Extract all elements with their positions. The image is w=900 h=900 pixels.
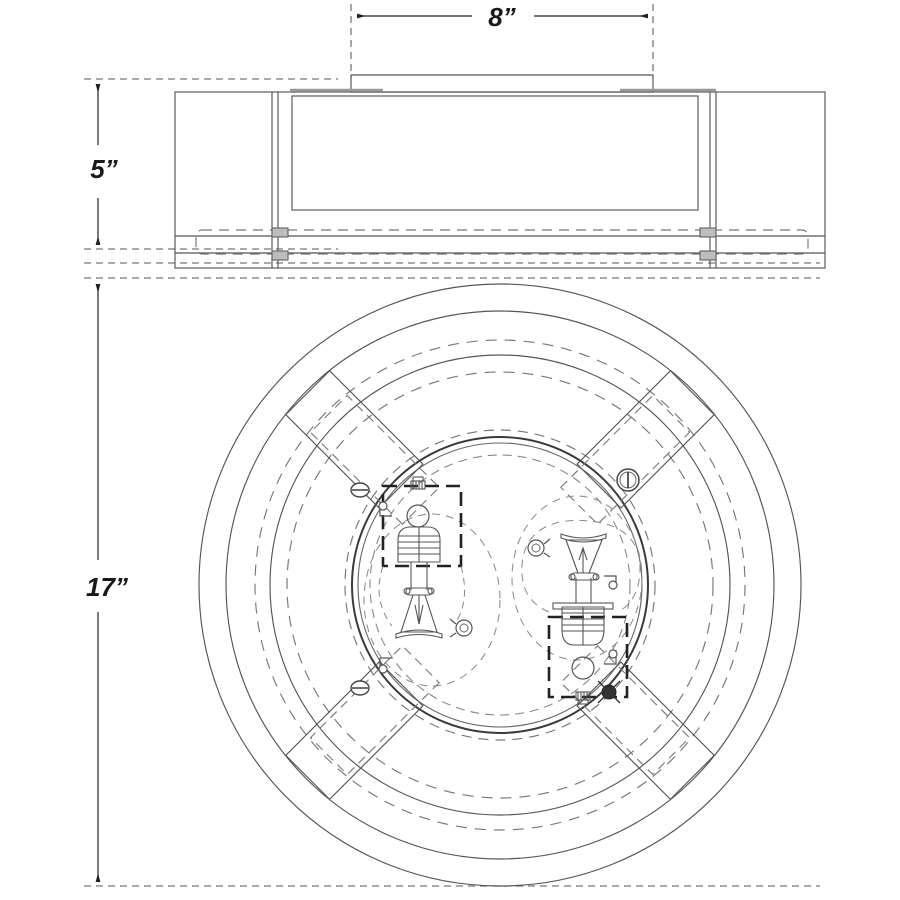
lamp-holder-left: [397, 526, 441, 563]
wire-left-a: [378, 565, 393, 627]
screw-ring-right-icon: [449, 618, 473, 638]
diffuser-panel: [291, 95, 699, 211]
socket-clearance-left: [363, 513, 501, 687]
tab-plate: [576, 369, 716, 509]
dimension-diameter-label: 17”: [86, 572, 128, 602]
socket-bracket-right: [547, 615, 629, 699]
lamp-stem-right: [568, 572, 600, 603]
screw-hidden-clip-lower-left-icon: [378, 657, 392, 674]
tab-hidden-plate: [560, 645, 691, 776]
outer-shade-rim-circle: [198, 283, 802, 887]
bracket-left-upper: [271, 227, 289, 238]
screw-hidden-clip-upper-left-icon: [378, 501, 392, 517]
wire-left-b: [455, 565, 466, 623]
screw-hidden-clip-lower-right-icon: [604, 649, 618, 665]
mid-dashed-outer-circle: [254, 339, 746, 831]
bracket-right-lower: [699, 250, 717, 261]
mid-ring-circle: [269, 354, 731, 816]
screw-oval-upper-left-icon: [350, 482, 370, 498]
mounting-tab-upper-right: [560, 369, 716, 525]
mid-dashed-inner-circle: [286, 371, 714, 799]
inner-dashed-outer-circle: [344, 429, 656, 741]
screw-slot-icon: [616, 468, 640, 492]
shade-outer-body: [174, 91, 826, 269]
outer-shade-inner-circle: [225, 310, 775, 860]
dimension-width-8in: 8”: [350, 2, 654, 78]
socket-nut-left: [410, 476, 426, 490]
mounting-tab-lower-right: [560, 645, 716, 801]
bulb-envelope-right: [521, 519, 641, 613]
inner-dashed-circle: [369, 454, 631, 716]
canopy-plate: [350, 74, 654, 92]
socket-clearance-right: [511, 495, 643, 661]
fasteners-group: [350, 468, 640, 704]
lamp-holder-right: [552, 602, 614, 646]
trim-hidden-outline: [195, 229, 809, 255]
screw-oval-lower-left-icon: [350, 680, 370, 696]
socket-bracket-hole-right: [571, 656, 595, 680]
dimension-height-label: 5”: [90, 154, 117, 184]
mounting-tab-lower-left: [284, 645, 440, 801]
socket-assembly-left: [378, 476, 466, 639]
inner-body-rim-circle: [351, 436, 649, 734]
socket-assembly-right: [521, 519, 641, 705]
side-elevation-view: [174, 74, 826, 269]
tab-plate: [284, 661, 424, 801]
bracket-left-lower: [271, 250, 289, 261]
dimension-diameter-17in: 17”: [84, 262, 820, 887]
socket-nut-right: [575, 691, 591, 705]
bulb-left: [395, 594, 443, 639]
screw-hidden-clip-upper-right-icon: [604, 575, 618, 590]
dimension-width-label: 8”: [488, 2, 515, 32]
tab-plate: [576, 661, 716, 801]
screw-ring-left-icon: [527, 538, 551, 558]
plan-view: [198, 283, 802, 887]
tab-plate: [284, 369, 424, 509]
tab-hidden-plate: [560, 394, 691, 525]
dimension-height-5in: 5”: [84, 78, 338, 250]
bracket-right-upper: [699, 227, 717, 238]
screw-dark-lower-right-icon: [597, 680, 621, 704]
socket-bracket-left: [381, 484, 463, 568]
mounting-tab-upper-left: [284, 369, 440, 525]
bulb-right: [560, 533, 607, 574]
